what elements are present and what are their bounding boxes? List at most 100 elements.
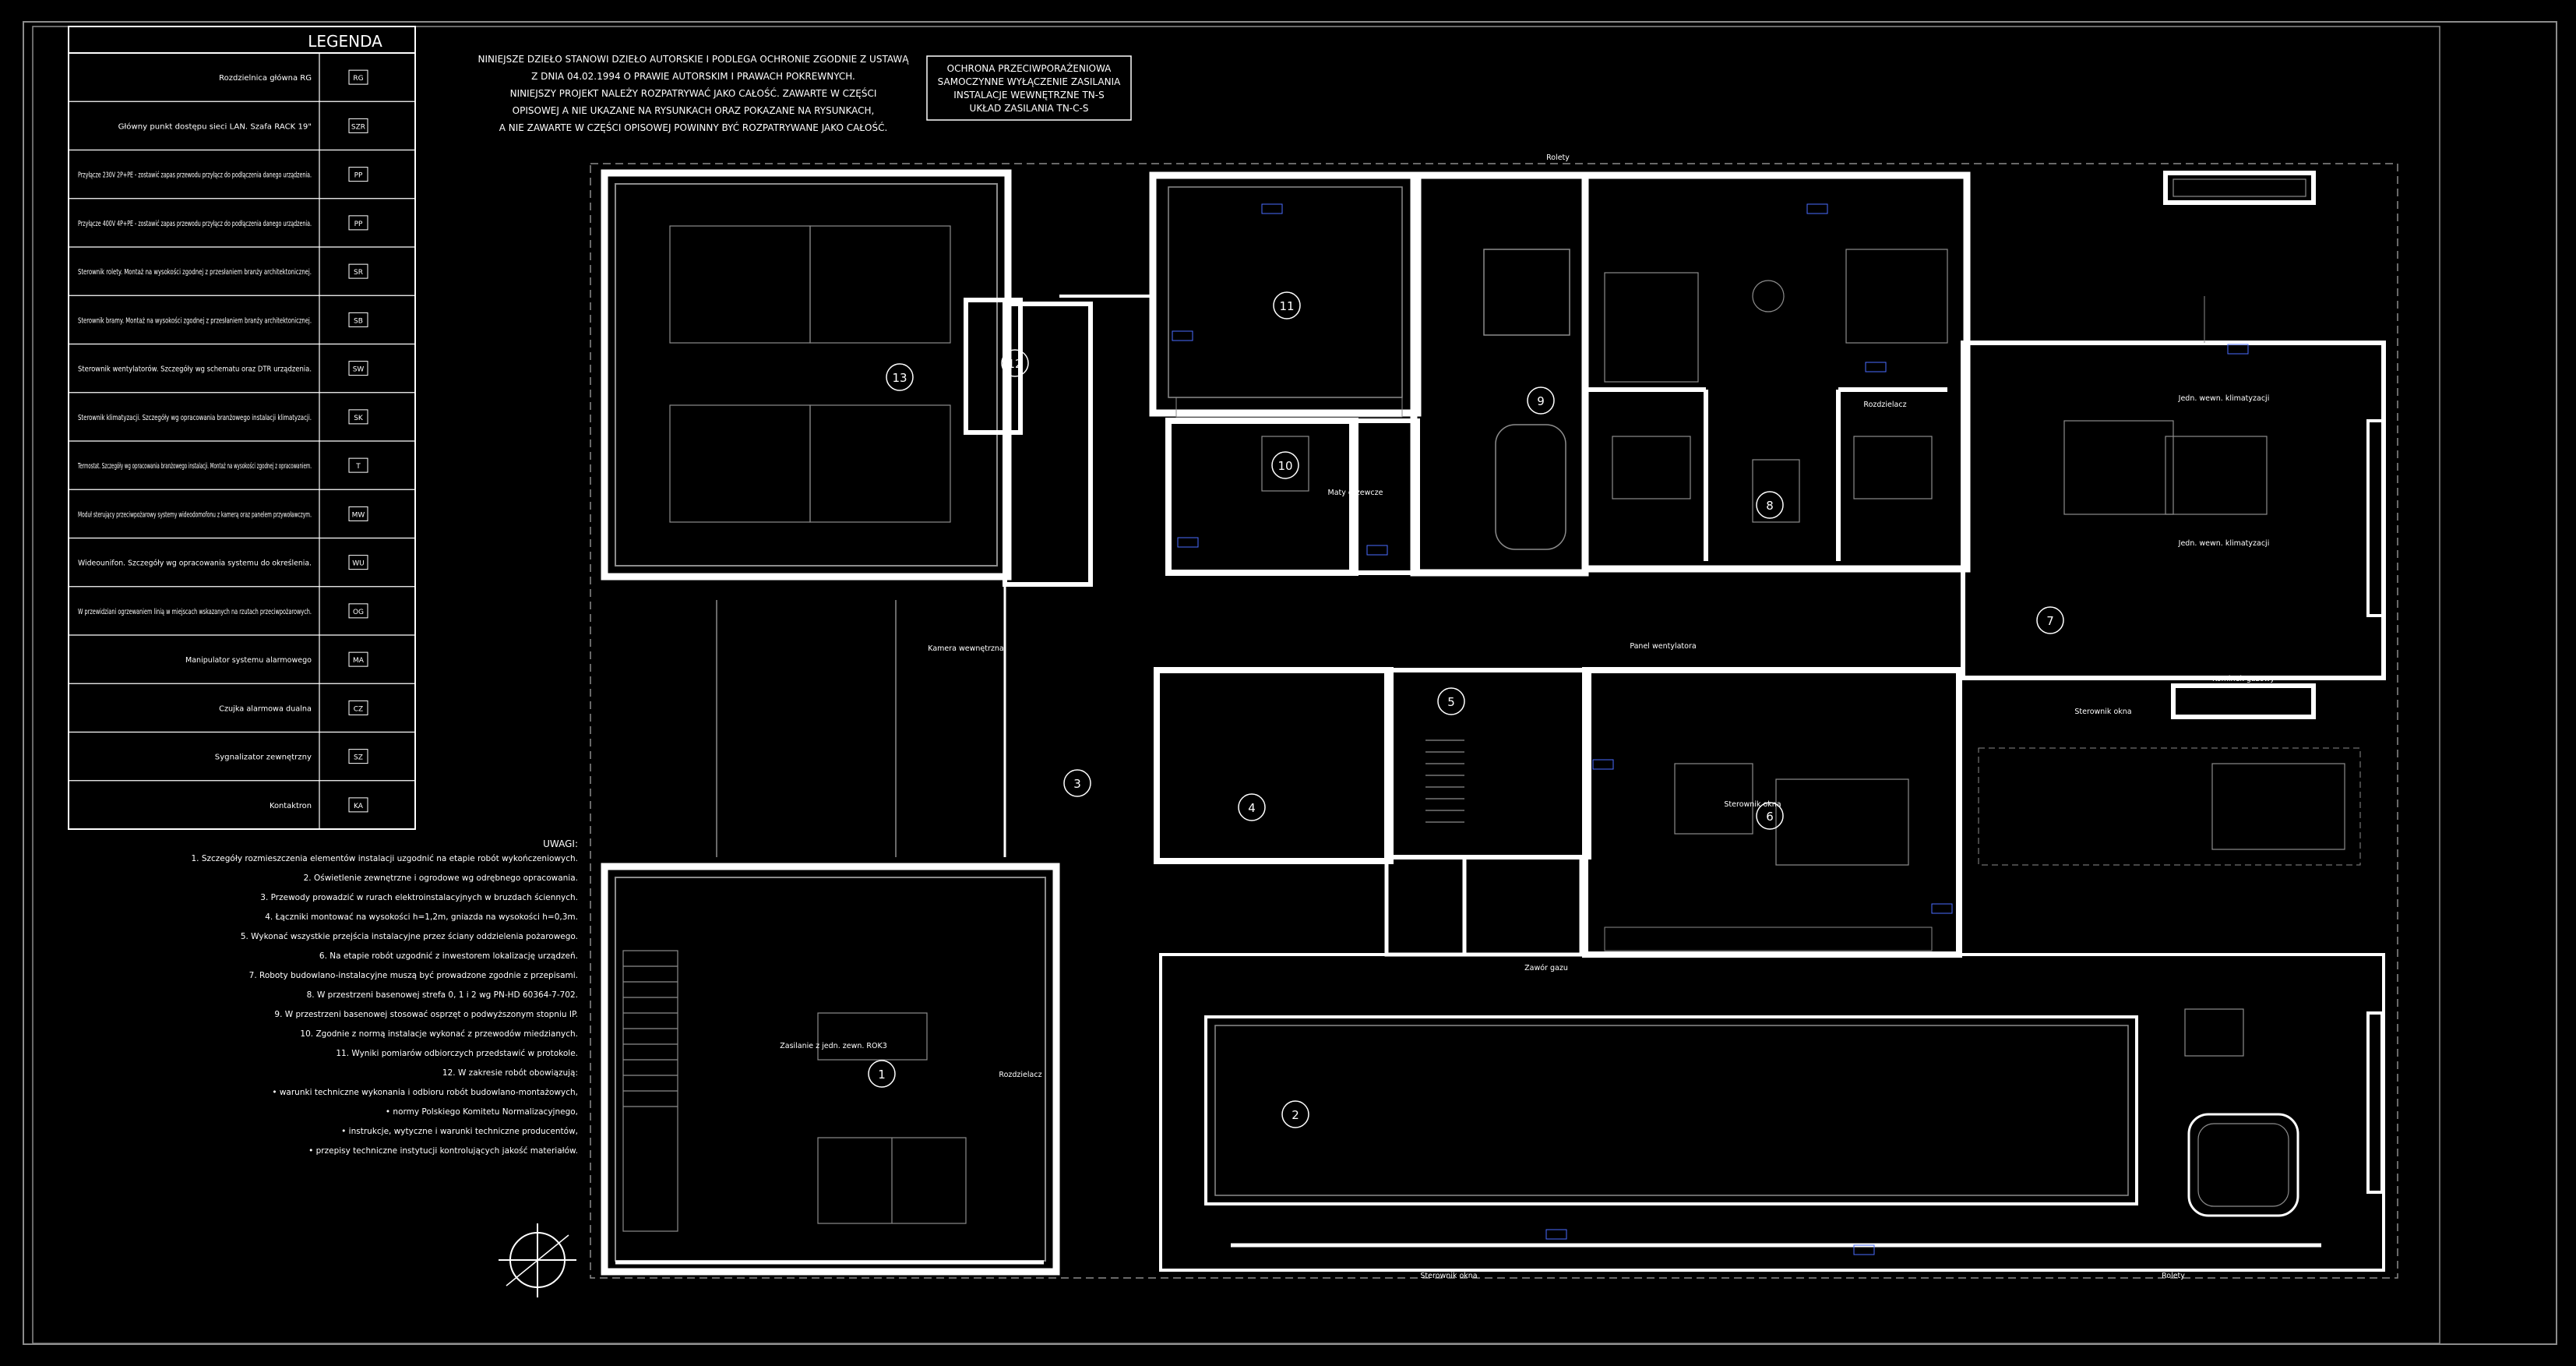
legend-symbol-label: SW [353, 366, 365, 374]
plan-annotation: Rozdzielacz [999, 1071, 1041, 1079]
legend-symbol-icon [348, 651, 368, 667]
plan-annotation: Rolety [1546, 154, 1570, 162]
wall-room-5 [1384, 668, 1591, 859]
copyright-line: A NIE ZAWARTE W CZĘŚCI OPISOWEJ POWINNY … [499, 122, 888, 133]
room-marker-circle [2036, 606, 2064, 634]
legend-item-text: Termostat. Szczegóły wg opracowania bran… [77, 462, 312, 471]
room-number: 10 [1277, 459, 1292, 473]
room-number: 13 [892, 371, 907, 385]
plan-annotation: Sterownik okna [2074, 708, 2131, 716]
legend-item-text: Manipulator systemu alarmowego [185, 656, 312, 665]
room-number: 3 [1073, 777, 1081, 791]
legend-symbol-icon [348, 555, 368, 570]
protection-line: OCHRONA PRZECIWPORAŻENIOWA [947, 62, 1112, 74]
device-tag-icon [1172, 330, 1193, 341]
room-marker-circle [1063, 769, 1091, 797]
room-number: 11 [1279, 299, 1294, 313]
legend-symbol-icon [348, 749, 368, 764]
legend-item-text: Przyłącze 400V 4P+PE - zostawić zapas pr… [78, 220, 312, 228]
room-marker-circle [868, 1060, 896, 1088]
plan-annotation: Jedn. wewn. klimatyzacji [2178, 394, 2270, 403]
pool-basin [1204, 1015, 2138, 1205]
wall-room-11 [1149, 171, 1422, 417]
legend-symbol-icon [348, 409, 368, 425]
legend-symbol-icon [348, 361, 368, 376]
wall-room-13 [601, 169, 1012, 581]
legend-item-text: Sterownik bramy. Montaż na wysokości zgo… [78, 316, 312, 325]
room-marker-circle [886, 363, 914, 391]
legend-symbol-label: MA [353, 657, 365, 665]
legend-item-text: Rozdzielnica główna RG [219, 74, 312, 83]
copyright-line: NINIEJSZY PROJEKT NALEŻY ROZPATRYWAĆ JAK… [510, 87, 877, 99]
legend-symbol-label: WU [352, 560, 365, 568]
copyright-line: Z DNIA 04.02.1994 O PRAWIE AUTORSKIM I P… [531, 71, 855, 82]
note-line: 5. Wykonać wszystkie przejścia instalacy… [241, 932, 578, 941]
legend-item-text: Główny punkt dostępu sieci LAN. Szafa RA… [118, 122, 312, 131]
legend-item-text: W przewidziani ogrzewaniem linią w miejs… [78, 608, 312, 616]
device-tag-icon [1865, 362, 1887, 372]
legend-item-text: Przyłącze 230V 2P+PE - zostawić zapas pr… [78, 171, 312, 180]
legend-symbol-icon [348, 118, 368, 133]
legend-symbol-icon [348, 167, 368, 182]
legend-symbol-label: CZ [354, 705, 363, 713]
legend-item-text: Wideounifon. Szczegóły wg opracowania sy… [78, 559, 312, 568]
note-line: • warunki techniczne wykonania i odbioru… [272, 1088, 578, 1097]
plan-annotation: Jedn. wewn. klimatyzacji [2178, 539, 2270, 548]
legend-item-text: Czujka alarmowa dualna [219, 704, 312, 713]
protection-line: INSTALACJE WEWNĘTRZNE TN-S [953, 90, 1104, 101]
legend-symbol-icon [348, 263, 368, 279]
legend-symbol-icon [348, 457, 368, 473]
room-marker-circle [1527, 387, 1555, 415]
room-marker-circle [1756, 491, 1784, 519]
plan-annotation: Sterownik okna [1420, 1272, 1477, 1280]
legend-item-text: Sterownik klimatyzacji. Szczegóły wg opr… [78, 414, 312, 422]
legend-item-text: Sygnalizator zewnętrzny [215, 754, 312, 762]
plan-annotation: Rozdzielacz [1863, 401, 1906, 409]
device-tag-icon [1931, 903, 1953, 914]
note-line: • przepisy techniczne instytucji kontrol… [308, 1146, 578, 1156]
legend-symbol-label: SK [354, 415, 364, 422]
legend-item-text: Moduł sterujący przeciwpożarowy systemy … [78, 510, 312, 519]
legend-symbol-icon [348, 603, 368, 619]
copyright-line: OPISOWEJ A NIE UKAZANE NA RYSUNKACH ORAZ… [513, 105, 875, 116]
legend-symbol-label: MW [352, 511, 365, 519]
compass-icon [499, 1223, 576, 1297]
plan-annotation: Panel wentylatora [1630, 642, 1696, 651]
plan-annotation: Kamera wewnętrzna [928, 644, 1003, 653]
room-marker-circle [1271, 451, 1299, 479]
wall-room-4 [1154, 667, 1394, 864]
legend-symbol-label: SZ [354, 754, 363, 762]
building-outline [590, 163, 2398, 1279]
wall-room-10 [1165, 418, 1358, 576]
legend-symbol-icon [348, 700, 368, 715]
room-number: 12 [1007, 357, 1022, 371]
note-line: 8. W przestrzeni basenowej strefa 0, 1 i… [307, 990, 578, 1000]
legend-title: LEGENDA [308, 32, 382, 51]
room-marker-circle [1273, 291, 1301, 319]
room-number: 7 [2046, 614, 2054, 628]
notes-title: UWAGI: [543, 838, 578, 849]
plan-annotation: Maty grzewcze [1328, 489, 1383, 497]
note-line: 6. Na etapie robót uzgodnić z inwestorem… [319, 951, 578, 961]
notes: UWAGI: 1. Szczegóły rozmieszczenia eleme… [191, 838, 578, 1156]
note-line: 2. Oświetlenie zewnętrzne i ogrodowe wg … [304, 874, 578, 883]
device-tag-icon [1806, 203, 1828, 214]
note-line: • normy Polskiego Komitetu Normalizacyjn… [386, 1107, 578, 1117]
legend-symbol-label: SZR [351, 123, 365, 131]
note-line: 9. W przestrzeni basenowej stosować ospr… [274, 1010, 578, 1019]
device-tag-icon [1853, 1244, 1875, 1255]
legend-symbol-label: T [355, 463, 361, 471]
room-number: 9 [1537, 394, 1545, 408]
note-line: 3. Przewody prowadzić w rurach elektroin… [260, 893, 578, 902]
wall-room-1 [601, 863, 1060, 1276]
note-line: 11. Wyniki pomiarów odbiorczych przedsta… [336, 1049, 578, 1058]
device-tag-icon [2227, 344, 2249, 355]
note-line: 4. Łączniki montować na wysokości h=1,2m… [265, 912, 578, 922]
device-tag-icon [1545, 1229, 1567, 1240]
legend-item-text: Kontaktron [270, 802, 312, 810]
device-tag-icon [1177, 537, 1199, 548]
plan-annotation: Zawór gazu [1524, 964, 1568, 972]
